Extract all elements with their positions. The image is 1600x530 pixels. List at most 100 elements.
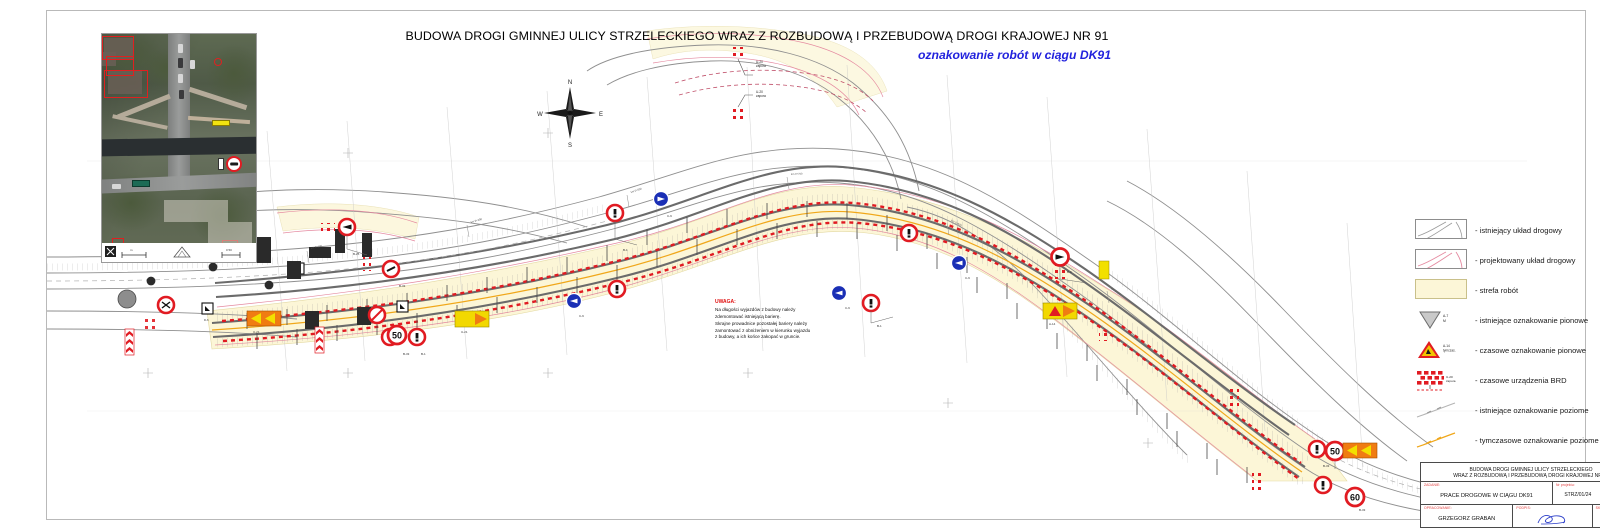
svg-text:B-1: B-1 [623,248,628,252]
sign-labels: B-25 B-33 B-33 B-1 B-1 B-1 B-2 B-33 B-33… [253,214,1366,512]
legend-key-temporary-horizontal-marking [1415,429,1467,451]
compass-w-label: W [537,112,543,118]
legend-label-existing-road-layout: - istniejący układ drogowy [1475,225,1562,235]
scale-label: SKALA: [1595,506,1600,510]
svg-text:B-33: B-33 [1323,464,1330,468]
drawing-frame: U-20 zapora U-20 zapora D-6 [46,10,1600,528]
uwaga-line-1: Na długości wyjazdów z budowy należy [715,306,796,312]
task-value: PRACE DROGOWE W CIĄGU DK91 [1440,492,1533,499]
uwaga-line-3: Skrajne prowadnice pozostałej bariery na… [715,320,808,326]
chainage-ticks [306,176,1110,304]
legend-key-designed-road-layout [1415,249,1467,271]
aerial-photo-inset[interactable] [101,33,257,261]
legend-label-existing-horizontal-marking: - istniejące oznakowanie poziome [1475,405,1589,415]
compass-rose: N S E W [537,80,603,149]
north-branch-marking [674,69,874,114]
uwaga-line-4: zamontować z obniżeniem w kierunku wyjaz… [715,327,811,333]
title-block-header-line1: BUDOWA DROGI GMINNEJ ULICY STRZELECKIEGO [1469,466,1593,473]
svg-text:B-1: B-1 [421,352,426,356]
svg-text:D-6: D-6 [204,318,209,322]
compass-e-label: E [599,112,603,118]
secondary-carriageway [214,165,1296,436]
signature-label: PODPIS: [1516,506,1531,510]
title-block: BUDOWA DROGI GMINNEJ ULICY STRZELECKIEGO… [1420,462,1600,528]
legend-label-temporary-horizontal-marking: - tymczasowe oznakowanie poziome [1475,435,1599,445]
temporary-brd-barriers [221,201,1302,483]
svg-text:50: 50 [1330,446,1340,456]
legend-key-existing-horizontal-marking [1415,399,1467,421]
brd-device-north: U-20 zapora U-20 zapora [731,47,766,119]
aerial-green-sign [132,180,150,187]
svg-text:km 0+900: km 0+900 [951,218,963,227]
author-value: GRZEGORZ GRABAN [1438,515,1496,522]
aerial-no-entry-sign [226,156,242,172]
aerial-scalebar: m 0 50 [101,243,257,263]
legend-label-designed-road-layout: - projektowany układ drogowy [1475,255,1576,265]
task-label: ZADANIE: [1424,483,1441,487]
legend-item-existing-road-layout: - istniejący układ drogowy [1415,215,1600,245]
legend-key-work-zone [1415,279,1467,301]
title-block-author-row: OPRACOWANIE: GRZEGORZ GRABAN PODPIS: SKA… [1421,505,1600,528]
svg-text:M: M [1443,319,1446,323]
road-plan-drawing: U-20 zapora U-20 zapora D-6 [47,25,1560,521]
svg-text:U-20: U-20 [756,60,763,64]
uwaga-header: UWAGA: [715,299,736,305]
title-block-project-no-cell: Nr projektu: STRZ/01/24 [1553,482,1600,504]
svg-text:B-33: B-33 [399,284,406,288]
svg-text:km 0+500: km 0+500 [630,186,643,194]
sign-leader-lines [346,221,1336,469]
svg-text:B-33: B-33 [1359,508,1366,512]
work-zone-area-north [646,25,888,108]
temporary-horizontal-marking [211,210,1303,473]
legend-label-temporary-brd-devices: - czasowe urządzenia BRD [1475,375,1567,385]
legend-item-designed-road-layout: - projektowany układ drogowy [1415,245,1600,275]
project-no-label: Nr projektu: [1556,483,1575,487]
chevron-board [314,326,325,354]
svg-text:zapora: zapora [1446,379,1456,383]
compass-s-label: S [568,143,572,149]
title-block-task-row: ZADANIE: PRACE DROGOWE W CIĄGU DK91 Nr p… [1421,482,1600,505]
legend-key-existing-road-layout [1415,219,1467,241]
svg-text:km 0+100: km 0+100 [310,244,323,250]
project-no-value: STRZ/01/24 [1564,491,1592,498]
title-block-header-cell: BUDOWA DROGI GMINNEJ ULICY STRZELECKIEGO… [1421,464,1600,481]
svg-text:A-14: A-14 [1443,344,1450,348]
svg-text:A-14: A-14 [1049,322,1056,326]
legend-label-temporary-vertical-signage: - czasowe oznakowanie pionowe [1475,345,1587,355]
title-block-signature-cell: PODPIS: [1513,505,1593,528]
title-block-task-cell: ZADANIE: PRACE DROGOWE W CIĄGU DK91 [1421,482,1553,504]
svg-text:km 0+300: km 0+300 [470,217,483,224]
svg-text:U-21: U-21 [461,330,468,334]
legend-item-work-zone: - strefa robót [1415,275,1600,305]
signature-mark [1538,514,1566,525]
svg-text:60: 60 [1350,492,1360,502]
legend-key-temporary-brd-devices: U-20 zapora [1415,369,1467,391]
svg-text:U-21: U-21 [253,330,260,334]
svg-text:A-7: A-7 [1443,314,1448,318]
legend-item-existing-horizontal-marking: - istniejące oznakowanie poziome [1415,395,1600,425]
legend-item-temporary-brd-devices: U-20 zapora - czasowe urządzenia BRD [1415,365,1600,395]
svg-text:m: m [130,248,133,252]
svg-text:B-2: B-2 [1067,270,1072,274]
author-label: OPRACOWANIE: [1424,506,1452,510]
designed-road-layout [214,33,1316,478]
svg-text:C-9: C-9 [965,276,970,280]
svg-text:km 1+100: km 1+100 [1110,287,1122,297]
legend-item-temporary-horizontal-marking: - tymczasowe oznakowanie poziome [1415,425,1600,455]
svg-text:km 0+700: km 0+700 [791,172,803,176]
chevron-board-2 [124,328,135,356]
legend-label-work-zone: - strefa robót [1475,285,1519,295]
parcel-lines [87,64,1527,468]
survey-crosses [143,128,1153,448]
svg-text:zapora: zapora [756,64,766,68]
page-title: BUDOWA DROGI GMINNEJ ULICY STRZELECKIEGO… [405,29,1109,43]
svg-text:zapora: zapora [756,94,766,98]
uwaga-note: UWAGA: Na długości wyjazdów z budowy nal… [715,299,883,341]
svg-text:50: 50 [392,330,402,340]
mandatory-blue-signs [565,190,968,310]
title-block-scale-cell: SKALA: 1:1000 [1593,505,1600,528]
legend: - istniejący układ drogowy - projektowan… [1415,215,1600,455]
legend-label-existing-vertical-signage: - istniejące oznakowanie pionowe [1475,315,1589,325]
uwaga-line-5: z budowy, a ich końce zakopać w gruncie. [715,334,801,340]
svg-text:C-9: C-9 [845,306,850,310]
